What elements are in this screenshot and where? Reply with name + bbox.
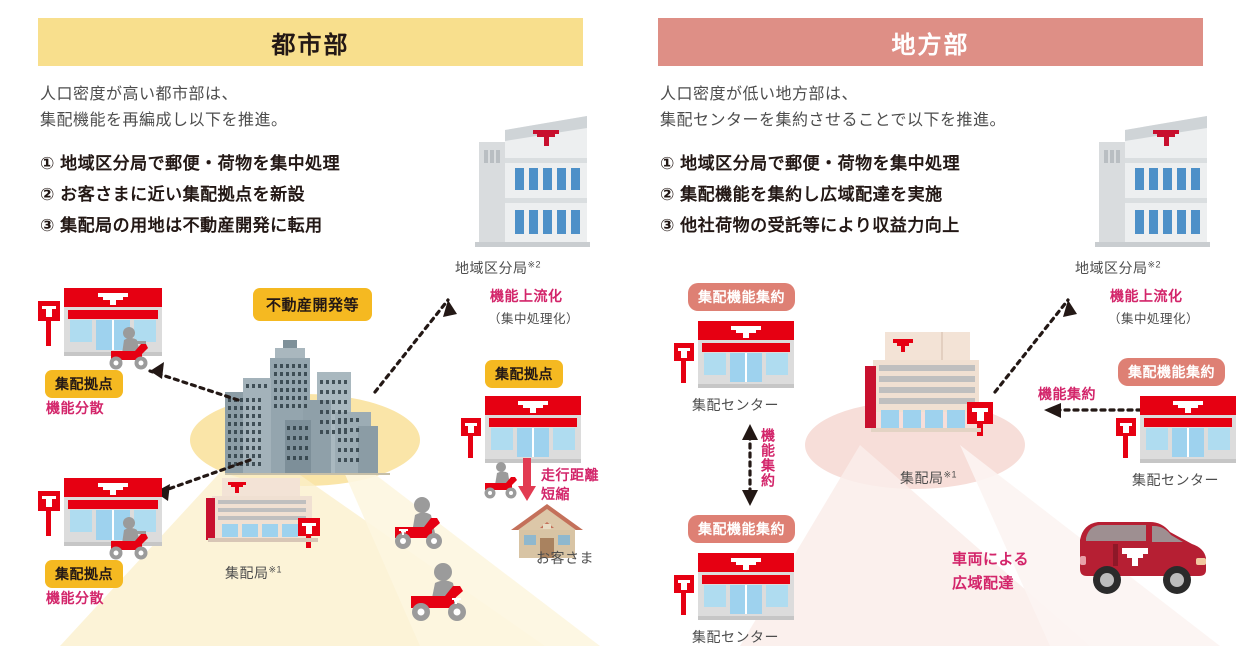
panel-urban: 都市部 人口密度が高い都市部は、 集配機能を再編成し以下を推進。 ① 地域区分局… (38, 18, 600, 646)
delivery-center-icon-top-left (674, 321, 794, 388)
lead-text-rural: 人口密度が低い地方部は、 集配センターを集約させることで以下を推進。 (660, 82, 1006, 134)
city-skyline-illustration (225, 340, 390, 475)
lead-line-2: 集配センターを集約させることで以下を推進。 (660, 112, 1007, 129)
label-wide-area-delivery: 車両による 広域配達 (952, 548, 1029, 596)
lead-line-1: 人口密度が高い都市部は、 (40, 86, 239, 103)
label-distance-reduction: 走行距離 短縮 (541, 466, 599, 504)
arrow-head-regional-rural (1063, 300, 1077, 317)
label-delivery-center-right: 集配センター (1132, 472, 1219, 488)
footnote-marker-2: ※2 (1147, 259, 1162, 270)
distance-reduction-arrow (518, 458, 536, 501)
delivery-office-building-rural (865, 332, 993, 436)
point-1: ① 地域区分局で郵便・荷物を集中処理 (660, 154, 961, 173)
post-office-icon-right (461, 396, 581, 463)
badge-hub-bottom-left: 集配拠点 (45, 560, 123, 588)
point-2: ② お客さまに近い集配拠点を新設 (40, 185, 306, 204)
delivery-office-building-urban (206, 478, 320, 548)
scooter-icon-lower-b (411, 563, 466, 621)
label-function-dispersion-bottom-left: 機能分散 (46, 590, 104, 606)
scooter-icon-lower-a (395, 497, 442, 549)
lead-line-2: 集配機能を再編成し以下を推進。 (40, 112, 288, 129)
badge-real-estate-development: 不動産開発等 (253, 288, 373, 321)
arrow-head-consolidation-right (1044, 403, 1061, 418)
label-delivery-center-bottom-left: 集配センター (692, 629, 779, 645)
scooter-icon-right (484, 462, 517, 499)
label-regional-office-urban: 地域区分局※2 (455, 259, 542, 276)
label-delivery-office-rural: 集配局※1 (900, 469, 958, 486)
badge-consolidate-right: 集配機能集約 (1118, 358, 1225, 386)
arrow-head-upper-right (443, 300, 457, 317)
label-delivery-center-top-left: 集配センター (692, 397, 779, 413)
banner-rural: 地方部 (658, 18, 1203, 66)
arrow-head-up-left (742, 424, 758, 440)
customer-house-icon (511, 504, 583, 558)
footnote-marker-2: ※2 (527, 259, 542, 270)
arrow-head-down-left (742, 490, 758, 506)
panel-rural: 地方部 人口密度が低い地方部は、 集配センターを集約させることで以下を推進。 ①… (620, 0, 1240, 646)
badge-consolidate-bottom-left: 集配機能集約 (688, 515, 795, 543)
label-function-dispersion-top-left: 機能分散 (46, 400, 104, 416)
panel-title-urban: 都市部 (271, 31, 350, 59)
label-delivery-office-urban: 集配局※1 (225, 564, 283, 581)
banner-urban: 都市部 (38, 18, 583, 66)
badge-consolidate-top-left: 集配機能集約 (688, 283, 795, 311)
post-office-icon-top-left (38, 288, 162, 356)
label-customer: お客さま (536, 550, 594, 566)
vehicle-line-1: 車両による (952, 551, 1030, 568)
label-upstream-urban: 機能上流化 (490, 288, 563, 304)
distance-line-1: 走行距離 (541, 467, 599, 483)
label-regional-office-rural: 地域区分局※2 (1075, 259, 1162, 276)
label-function-consolidation-right: 機能集約 (1038, 386, 1096, 402)
badge-hub-right: 集配拠点 (485, 360, 563, 388)
lead-text-urban: 人口密度が高い都市部は、 集配機能を再編成し以下を推進。 (40, 82, 288, 134)
badge-hub-top-left: 集配拠点 (45, 370, 123, 398)
points-list-urban: ① 地域区分局で郵便・荷物を集中処理 ② お客さまに近い集配拠点を新設 ③ 集配… (40, 148, 340, 241)
delivery-center-icon-right (1116, 396, 1236, 463)
label-upstream-sub-rural: （集中処理化） (1108, 312, 1200, 326)
point-1: ① 地域区分局で郵便・荷物を集中処理 (40, 154, 341, 173)
label-function-consolidation-vertical: 機能集約 (760, 428, 776, 488)
footnote-marker-1: ※1 (268, 564, 283, 575)
lead-line-1: 人口密度が低い地方部は、 (660, 86, 859, 103)
label-upstream-sub-urban: （集中処理化） (488, 312, 580, 326)
point-2: ② 集配機能を集約し広域配達を実施 (660, 185, 943, 204)
regional-office-building-icon-urban (475, 116, 590, 247)
label-upstream-rural: 機能上流化 (1110, 288, 1183, 304)
vehicle-line-2: 広域配達 (952, 575, 1015, 592)
footnote-marker-1: ※1 (943, 469, 958, 480)
delivery-center-icon-bottom-left (674, 553, 794, 620)
distance-line-2: 短縮 (541, 486, 570, 502)
points-list-rural: ① 地域区分局で郵便・荷物を集中処理 ② 集配機能を集約し広域配達を実施 ③ 他… (660, 148, 960, 241)
scooter-icon-bottom-left (109, 517, 148, 560)
point-3: ③ 集配局の用地は不動産開発に転用 (40, 216, 323, 235)
regional-office-building-icon-rural (1095, 116, 1210, 247)
panel-title-rural: 地方部 (891, 31, 970, 59)
point-3: ③ 他社荷物の受託等により収益力向上 (660, 216, 960, 235)
postal-van-icon (1080, 522, 1206, 594)
scooter-icon-top-left (109, 327, 148, 370)
